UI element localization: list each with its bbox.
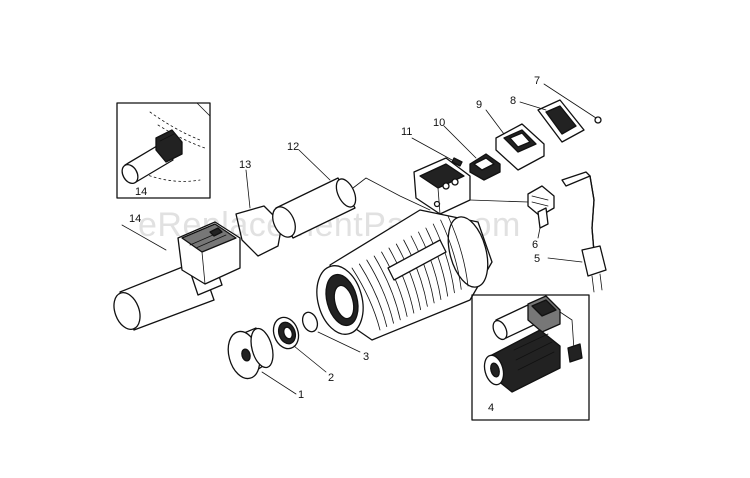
cooling-fin bbox=[432, 223, 455, 294]
part-11-screw: 11 bbox=[401, 126, 463, 167]
label-14: 14 bbox=[129, 213, 141, 225]
cooling-fin bbox=[395, 243, 422, 311]
label-13: 13 bbox=[239, 159, 251, 171]
part-12-capacitor: 12 bbox=[272, 141, 431, 239]
part-3-retaining-ring: 3 bbox=[301, 311, 369, 363]
label-8: 8 bbox=[510, 95, 516, 107]
cooling-fin bbox=[403, 239, 428, 307]
label-10: 10 bbox=[433, 117, 445, 129]
label-11: 11 bbox=[401, 126, 412, 138]
label-4: 4 bbox=[488, 402, 494, 414]
label-1: 1 bbox=[298, 389, 304, 401]
cooling-fin bbox=[440, 219, 462, 290]
part-6-strain-relief: 6 bbox=[469, 185, 555, 251]
cooling-fin bbox=[447, 215, 469, 287]
label-12: 12 bbox=[287, 141, 299, 153]
motor-housing bbox=[316, 157, 493, 341]
cooling-fin bbox=[351, 267, 381, 331]
cooling-fin bbox=[388, 247, 415, 314]
cooling-fin bbox=[366, 259, 394, 324]
label-2: 2 bbox=[328, 372, 334, 384]
part-5-power-cord: 5 bbox=[534, 171, 607, 293]
part-4-motor-assembly-inset: 4 bbox=[471, 294, 590, 421]
part-8-switch-plate: 8 bbox=[510, 95, 585, 143]
cooling-fin bbox=[418, 231, 442, 300]
label-7: 7 bbox=[534, 75, 540, 87]
cooling-fin bbox=[373, 255, 401, 321]
part-9-switch-boot: 9 bbox=[476, 99, 545, 171]
part-13-gasket: 13 bbox=[235, 159, 283, 257]
motor-cooling-fins bbox=[351, 215, 469, 331]
cooling-fin bbox=[410, 235, 435, 304]
part-2-bearing: 2 bbox=[272, 316, 334, 384]
label-9: 9 bbox=[476, 99, 482, 111]
cooling-fin bbox=[358, 263, 388, 328]
cooling-fin bbox=[381, 251, 408, 317]
label-5: 5 bbox=[534, 253, 540, 265]
inset-capacitor-housing-detail: 14 bbox=[116, 102, 211, 199]
part-1-pulley: 1 bbox=[227, 327, 304, 401]
part-7-screw: 7 bbox=[534, 75, 602, 124]
cooling-fin bbox=[425, 227, 449, 297]
part-10-switch: 10 bbox=[433, 117, 501, 181]
label-14-inset: 14 bbox=[135, 186, 147, 198]
label-6: 6 bbox=[532, 239, 538, 251]
part-14-capacitor-housing: 14 bbox=[113, 213, 241, 331]
label-3: 3 bbox=[363, 351, 369, 363]
